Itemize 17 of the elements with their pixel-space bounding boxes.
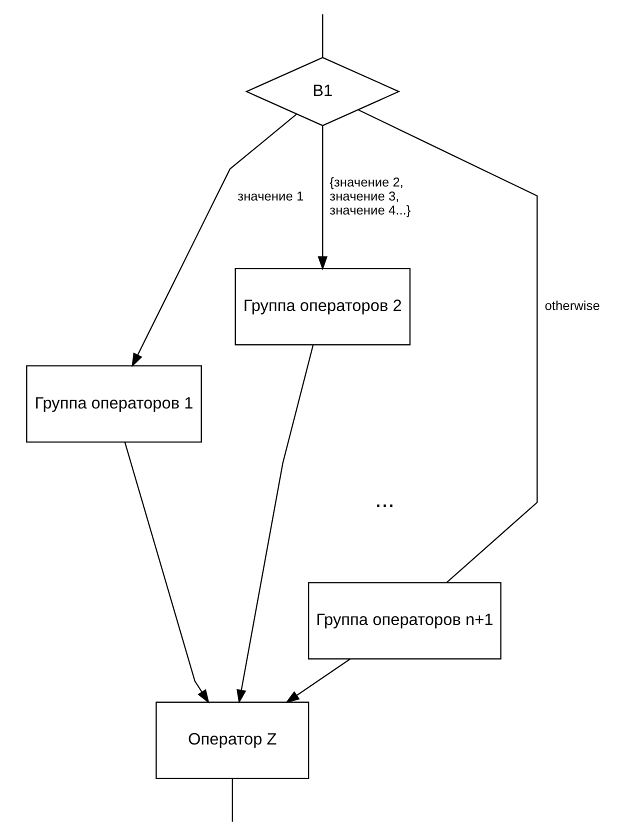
node-box: Группа операторов 2 (234, 268, 410, 346)
connector (231, 778, 232, 822)
arrow (284, 658, 350, 704)
arrow (124, 442, 209, 704)
label: ... (374, 486, 394, 512)
edge-label: {значение 2, значение 3, значение 4...} (329, 174, 410, 218)
connector (357, 109, 538, 583)
edge-label: otherwise (544, 298, 600, 313)
node-box: Оператор Z (155, 702, 309, 780)
arrow (317, 126, 328, 270)
arrow (236, 344, 314, 704)
node-box: Группа операторов n+1 (308, 582, 501, 660)
edge-label: значение 1 (237, 188, 304, 204)
arrow (131, 114, 296, 368)
node-box: Группа операторов 1 (26, 365, 202, 443)
node-diamond: B1 (244, 56, 400, 126)
connector (322, 14, 323, 58)
